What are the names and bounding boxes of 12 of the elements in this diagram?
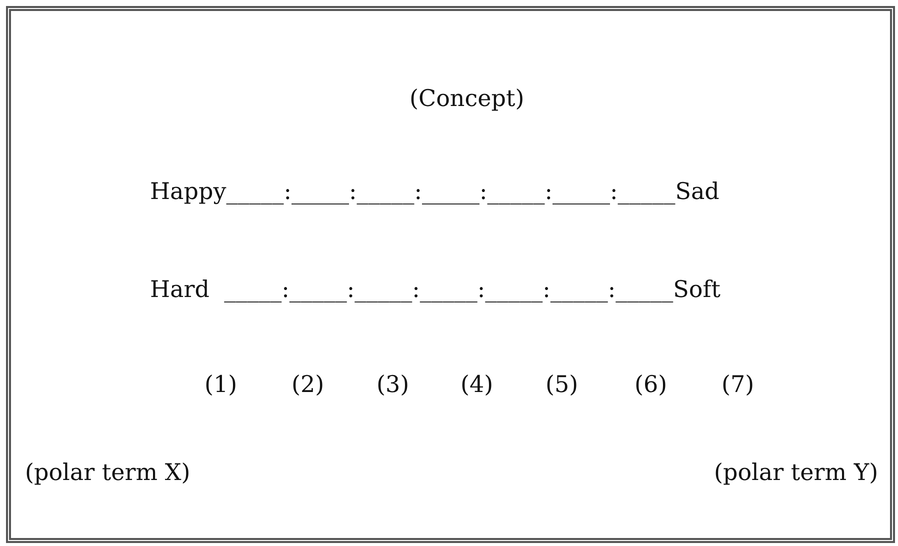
scale-row: Hard _____:_____:_____:_____:_____:_____:_____Soft	[150, 279, 720, 302]
scale-number: (2)	[292, 374, 324, 397]
scale-number: (6)	[634, 374, 668, 397]
scale-row: Happy_____:_____:_____:_____:_____:_____:_____Sad	[150, 181, 720, 204]
scale-number: (4)	[460, 374, 494, 397]
concept-label: (Concept)	[410, 88, 524, 111]
polar-term-label: (polar term X)	[25, 462, 190, 485]
scale-number: (1)	[204, 374, 238, 397]
polar-term-label: (polar term Y)	[714, 462, 878, 485]
scale-number: (7)	[722, 374, 754, 397]
scale-number: (3)	[376, 374, 410, 397]
scale-number: (5)	[546, 374, 578, 397]
